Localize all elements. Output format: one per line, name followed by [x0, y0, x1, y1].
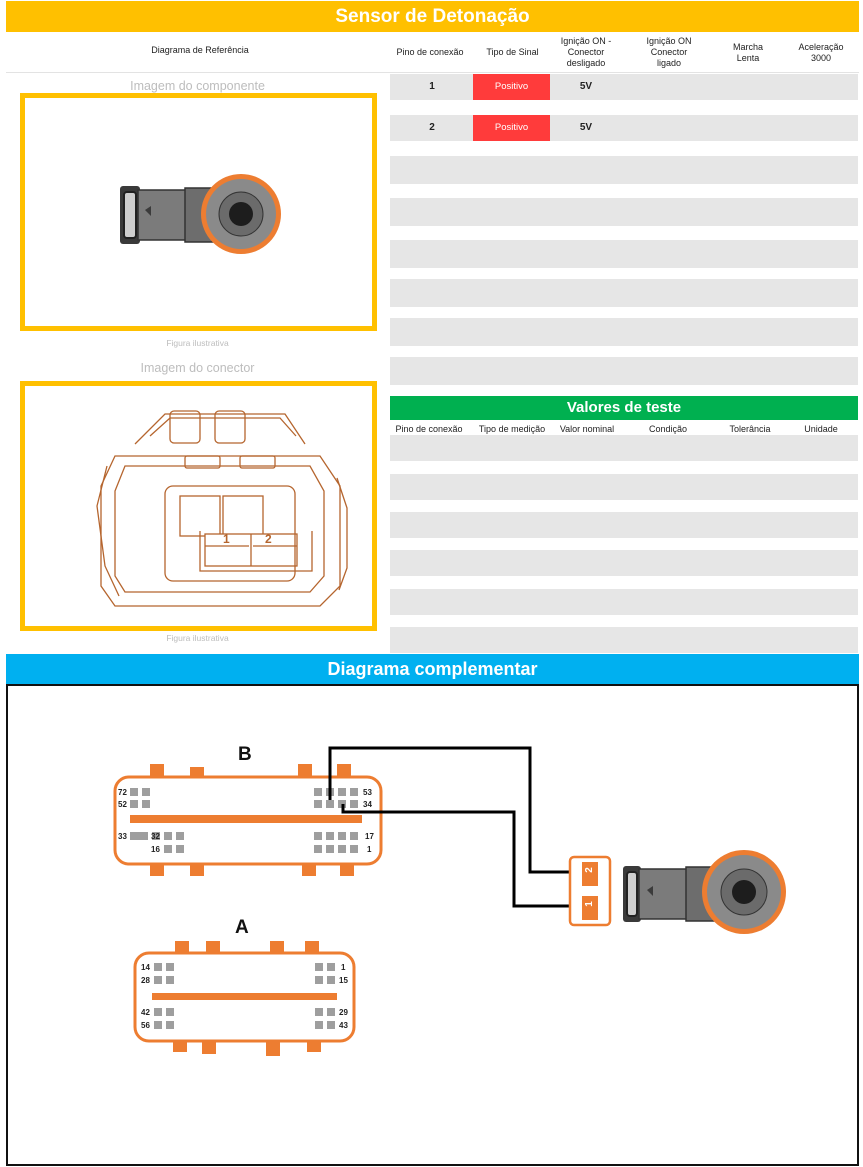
test-values-title: Valores de teste [390, 396, 858, 420]
pin-number: 17 [365, 832, 374, 841]
pin-number: 43 [339, 1021, 348, 1030]
pin-number: 56 [141, 1021, 150, 1030]
test-col-nominal: Valor nominal [559, 424, 615, 434]
header-divider [6, 72, 859, 73]
wire-pin-1 [341, 804, 574, 908]
wire-pin-2 [328, 746, 574, 874]
pin-number: 15 [339, 976, 348, 985]
connector-a-label: A [235, 917, 249, 938]
test-col-tolerance: Tolerância [729, 424, 771, 434]
connector-drawing: 1 2 [96, 410, 348, 607]
pin-number: 29 [339, 1008, 348, 1017]
ign-off-value: 5V [579, 122, 593, 133]
test-row [390, 627, 858, 653]
signal-badge: Positivo [473, 74, 550, 100]
pin-number: 52 [118, 800, 127, 809]
connector-pin-label: 2 [265, 532, 272, 546]
pin-number: 1 [367, 845, 372, 854]
pin-number: 1 [341, 963, 346, 972]
pin-number: 33 [118, 832, 127, 841]
component-image-frame [20, 93, 377, 331]
connector-pin-label: 1 [223, 532, 230, 546]
test-col-condition: Condição [648, 424, 688, 434]
knock-sensor-icon [623, 850, 786, 934]
connector-image-frame: 1 2 [20, 381, 377, 631]
connector-b-label: B [238, 744, 252, 765]
pin-number: 34 [363, 800, 372, 809]
connector-figure-note: Figura ilustrativa [166, 633, 229, 643]
wiring-diagram: B 72 52 [113, 744, 786, 1056]
table-row: 1 Positivo 5V [390, 74, 858, 100]
connector-b: 72 52 53 34 33 32 16 17 1 [113, 764, 383, 876]
test-row [390, 589, 858, 615]
sensor-plug: 2 1 [568, 855, 612, 927]
test-col-measure: Tipo de medição [478, 424, 546, 434]
table-row [390, 357, 858, 385]
table-row: 2 Positivo 5V [390, 115, 858, 141]
pin-number: 53 [363, 788, 372, 797]
test-row [390, 550, 858, 576]
pin-number: 32 [151, 832, 160, 841]
sensor-pin-number: 1 [584, 901, 595, 907]
pin-value: 2 [429, 122, 435, 133]
complementary-diagram: B 72 52 [6, 684, 859, 1166]
header-signal-type: Tipo de Sinal [486, 47, 539, 57]
table-row [390, 279, 858, 307]
header-diagram-ref: Diagrama de Referência [151, 45, 249, 55]
component-caption: Imagem do componente [130, 79, 265, 93]
page-title: Sensor de Detonação [6, 1, 859, 32]
pin-number: 28 [141, 976, 150, 985]
table-row [390, 240, 858, 268]
connector-caption: Imagem do conector [140, 361, 255, 375]
table-row [390, 318, 858, 346]
component-figure-note: Figura ilustrativa [166, 338, 229, 348]
pin-number: 72 [118, 788, 127, 797]
test-row [390, 474, 858, 500]
test-row [390, 512, 858, 538]
pin-value: 1 [429, 81, 435, 92]
header-pin: Pino de conexão [396, 47, 464, 57]
connector-a: 14 28 1 15 42 56 29 43 [133, 941, 356, 1056]
pin-number: 14 [141, 963, 150, 972]
table-row [390, 156, 858, 184]
test-col-pin: Pino de conexão [395, 424, 463, 434]
sensor-pin-number: 2 [584, 867, 595, 873]
ign-off-value: 5V [579, 81, 593, 92]
header-idle: Marcha Lenta [732, 42, 763, 63]
header-accel: Aceleração 3000 [798, 42, 844, 63]
table-row [390, 198, 858, 226]
knock-sensor-image [120, 174, 281, 254]
test-col-unit: Unidade [804, 424, 838, 434]
pin-number: 42 [141, 1008, 150, 1017]
pin-number: 16 [151, 845, 160, 854]
signal-badge: Positivo [473, 115, 550, 141]
complementary-title: Diagrama complementar [6, 654, 859, 684]
header-ign-off: Ignição ON - Conector desligado [560, 36, 612, 68]
test-row [390, 435, 858, 461]
header-ign-on: Ignição ON Conector ligado [646, 36, 692, 68]
